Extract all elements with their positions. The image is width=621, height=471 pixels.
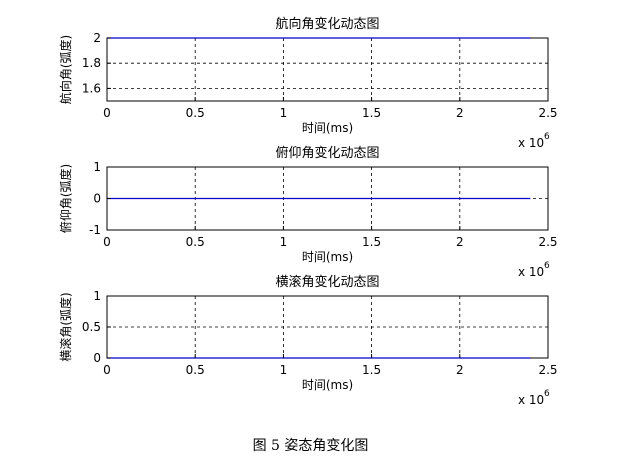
x-tick-label: 1.5 (362, 363, 381, 377)
x-axis-exponent: 6 (544, 261, 550, 271)
subplot-title: 航向角变化动态图 (275, 16, 379, 32)
subplot-title: 横滚角变化动态图 (275, 274, 379, 290)
y-axis-label: 俯仰角(弧度) (58, 164, 73, 233)
x-tick-label: 1.5 (362, 235, 381, 249)
figure-caption: 图 5 姿态角变化图 (252, 438, 369, 454)
y-tick-label: 1 (93, 160, 101, 174)
y-tick-label: 1 (93, 289, 101, 303)
x-tick-label: 0 (103, 235, 111, 249)
x-tick-label: 0 (103, 106, 111, 120)
x-tick-label: 2.5 (538, 235, 557, 249)
y-tick-label: 1.8 (82, 56, 101, 70)
x-tick-label: 2.5 (538, 106, 557, 120)
axes-box (106, 37, 549, 102)
y-tick-label: 2 (93, 31, 101, 45)
y-tick-label: 0 (93, 192, 101, 206)
x-axis-label: 时间(ms) (302, 121, 353, 135)
x-axis-multiplier: x 10 (518, 136, 544, 150)
x-tick-label: 2 (456, 106, 464, 120)
y-tick-label: 0 (93, 351, 101, 365)
x-axis-multiplier: x 10 (518, 265, 544, 279)
x-tick-label: 1 (280, 363, 288, 377)
x-axis-exponent: 6 (544, 389, 550, 399)
x-axis-label: 时间(ms) (302, 250, 353, 264)
x-tick-label: 2 (456, 363, 464, 377)
x-axis-label: 时间(ms) (302, 378, 353, 392)
subplot-title: 俯仰角变化动态图 (275, 145, 379, 161)
y-axis-label: 航向角(弧度) (58, 35, 73, 104)
y-tick-label: -1 (89, 223, 101, 237)
x-tick-label: 0.5 (186, 235, 205, 249)
x-tick-label: 2 (456, 235, 464, 249)
x-tick-label: 1 (280, 235, 288, 249)
x-tick-label: 0.5 (186, 106, 205, 120)
x-tick-label: 0 (103, 363, 111, 377)
x-tick-label: 2.5 (538, 363, 557, 377)
x-tick-label: 1.5 (362, 106, 381, 120)
x-axis-exponent: 6 (544, 132, 550, 142)
y-tick-label: 1.6 (82, 81, 101, 95)
y-axis-label: 横滚角(弧度) (58, 292, 73, 361)
x-tick-label: 0.5 (186, 363, 205, 377)
x-tick-label: 1 (280, 106, 288, 120)
y-tick-label: 0.5 (82, 320, 101, 334)
x-axis-multiplier: x 10 (518, 393, 544, 407)
